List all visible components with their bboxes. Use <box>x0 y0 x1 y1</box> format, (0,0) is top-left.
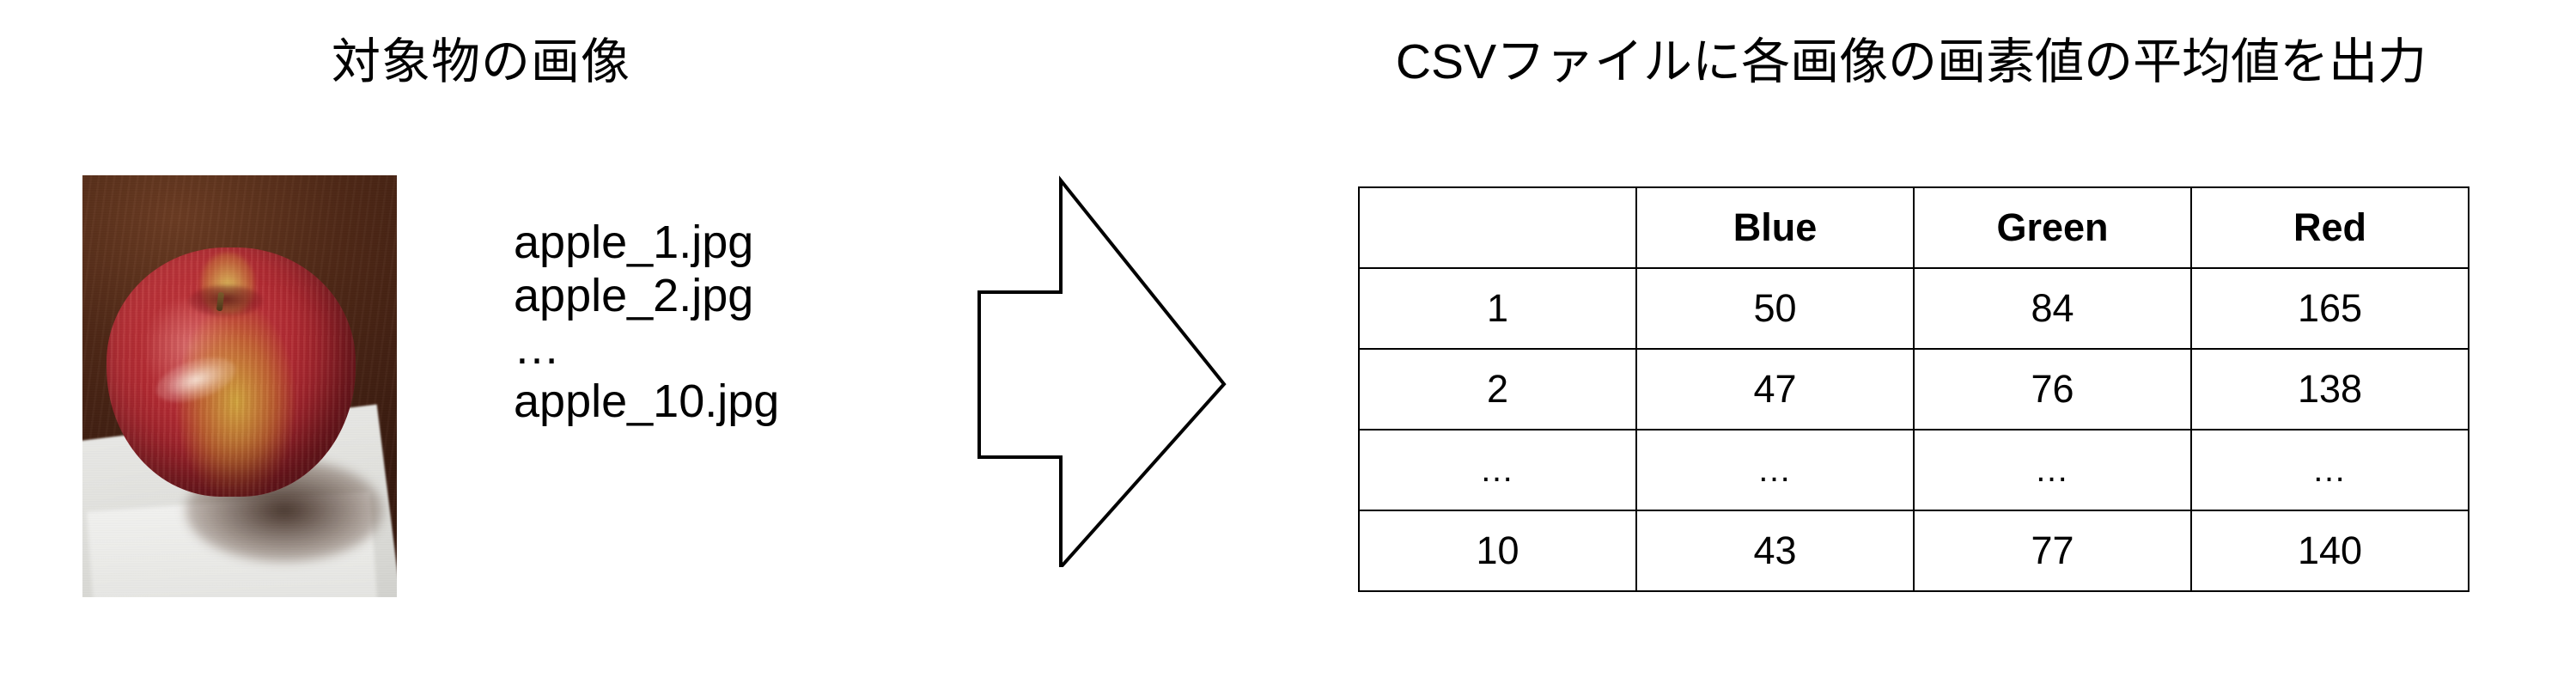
cell-red: 138 <box>2190 348 2469 430</box>
cell-index: … <box>1358 429 1637 511</box>
csv-output-table: Blue Green Red 1 50 84 165 2 47 76 138 …… <box>1358 186 2469 592</box>
cell-green: 77 <box>1913 510 2192 592</box>
table-header-green: Green <box>1913 186 2192 269</box>
arrow-shape <box>979 180 1224 567</box>
list-item: apple_10.jpg <box>514 375 780 427</box>
list-item-ellipsis: … <box>514 322 562 375</box>
cell-red: 140 <box>2190 510 2469 592</box>
table-row-ellipsis: … … … … <box>1358 429 2469 511</box>
table-row: 1 50 84 165 <box>1358 267 2469 350</box>
cell-green: … <box>1913 429 2192 511</box>
table-header-index <box>1358 186 1637 269</box>
cell-green: 84 <box>1913 267 2192 350</box>
table-row: 2 47 76 138 <box>1358 348 2469 430</box>
cell-blue: 43 <box>1635 510 1915 592</box>
cell-blue: … <box>1635 429 1915 511</box>
list-item: apple_2.jpg <box>514 269 754 321</box>
right-arrow-icon <box>971 137 1237 567</box>
apple-stem-well <box>189 285 263 316</box>
cell-green: 76 <box>1913 348 2192 430</box>
cell-red: … <box>2190 429 2469 511</box>
table-header-red: Red <box>2190 186 2469 269</box>
cell-index: 1 <box>1358 267 1637 350</box>
cell-index: 10 <box>1358 510 1637 592</box>
cell-index: 2 <box>1358 348 1637 430</box>
cell-red: 165 <box>2190 267 2469 350</box>
table-header-blue: Blue <box>1635 186 1915 269</box>
file-name-list: apple_1.jpg apple_2.jpg … apple_10.jpg <box>514 217 779 428</box>
apple-photo <box>82 175 397 597</box>
table-row: 10 43 77 140 <box>1358 510 2469 592</box>
left-section-heading: 対象物の画像 <box>332 34 630 89</box>
table-header-row: Blue Green Red <box>1358 186 2469 269</box>
list-item: apple_1.jpg <box>514 217 754 268</box>
cell-blue: 47 <box>1635 348 1915 430</box>
apple-body <box>107 247 356 497</box>
cell-blue: 50 <box>1635 267 1915 350</box>
right-section-heading: CSVファイルに各画像の画素値の平均値を出力 <box>1395 34 2427 89</box>
